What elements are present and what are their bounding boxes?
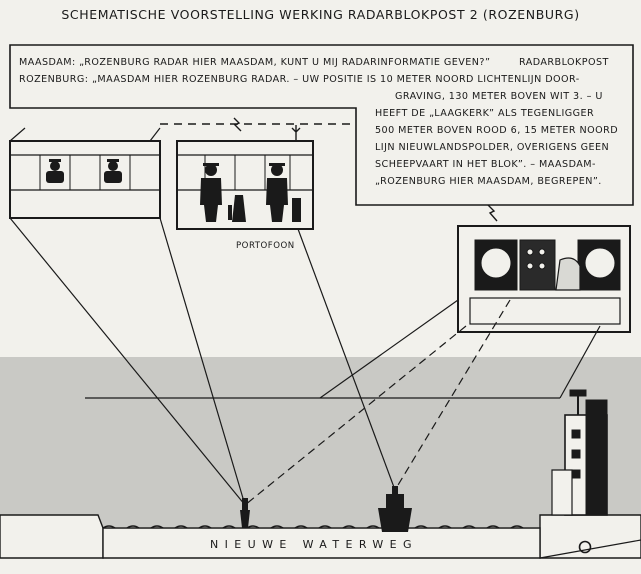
bridge-cabin-left	[9, 127, 161, 219]
crew-figures-right	[200, 163, 301, 222]
dialog-text-1: „ROZENBURG RADAR HIER MAASDAM, KUNT U MI…	[79, 57, 491, 68]
dialog-line-3: GRAVING, 130 METER BOVEN WIT 3. – U	[395, 91, 603, 102]
crew-figures-left	[46, 159, 122, 183]
mooring-ring	[578, 540, 592, 554]
speaker-maasdam: MAASDAM:	[19, 57, 76, 68]
dialog-tail-1: RADARBLOKPOST	[519, 57, 609, 68]
dialog-text-2: „MAASDAM HIER ROZENBURG RADAR. – UW POSI…	[91, 74, 580, 85]
ship-maasdam	[378, 486, 412, 532]
dialog-line-7: SCHEEPVAART IN HET BLOK”. – MAASDAM-	[375, 159, 596, 170]
page-title: SCHEMATISCHE VOORSTELLING WERKING RADARB…	[61, 7, 580, 22]
dialog-line-2: ROZENBURG: „MAASDAM HIER ROZENBURG RADAR…	[19, 72, 580, 88]
dialog-line-8: „ROZENBURG HIER MAASDAM, BEGREPEN”.	[375, 176, 602, 187]
quay-outline	[0, 514, 641, 559]
radar-tower	[551, 389, 608, 516]
speaker-rozenburg: ROZENBURG:	[19, 74, 89, 85]
dialog-line-5: 500 METER BOVEN ROOD 6, 15 METER NOORD	[375, 125, 619, 136]
portofoon-antenna	[291, 125, 301, 140]
dialog-box-outline	[9, 44, 634, 206]
dialog-line-4: HEEFT DE „LAAGKERK” ALS TEGENLIGGER	[375, 108, 595, 119]
radar-console	[457, 225, 631, 333]
portofoon-label: PORTOFOON	[236, 241, 295, 251]
radar-beams	[9, 217, 601, 506]
dialog-line-1: MAASDAM: „ROZENBURG RADAR HIER MAASDAM, …	[19, 55, 490, 71]
bridge-cabin-right	[176, 140, 314, 230]
water-area	[0, 357, 641, 527]
waterway-label: NIEUWE WATERWEG	[210, 538, 418, 551]
lightning-icon-2	[487, 204, 498, 222]
dialog-line-6: LIJN NIEUWLANDSPOLDER, OVERIGENS GEEN	[375, 142, 610, 153]
